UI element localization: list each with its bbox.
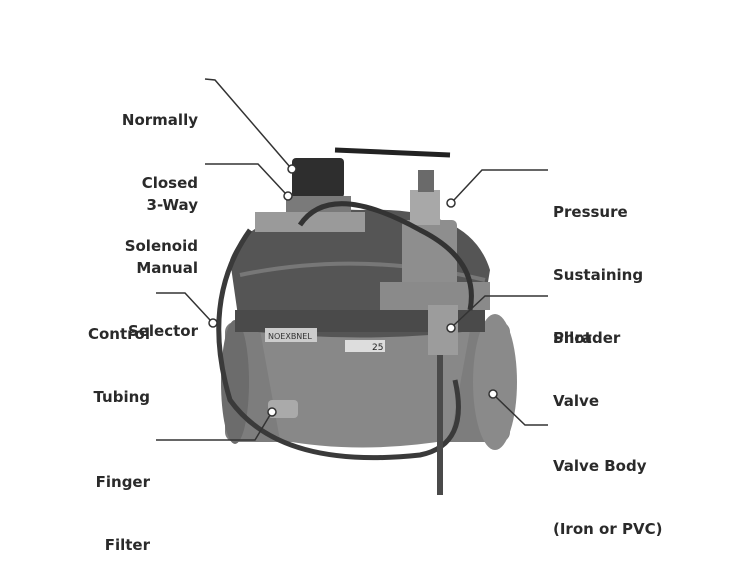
leader-tubing bbox=[156, 292, 211, 321]
label-valve-body: Valve Body (Iron or PVC) bbox=[553, 414, 662, 561]
label-line: Manual bbox=[136, 259, 198, 277]
label-line: Valve bbox=[553, 392, 600, 410]
control-tubing bbox=[216, 228, 461, 461]
label-finger-filter: Finger Filter bbox=[96, 430, 150, 577]
valve-outlet-flange bbox=[473, 314, 517, 450]
label-line: Finger bbox=[95, 473, 150, 491]
label-line: Shrader bbox=[553, 329, 621, 347]
leader-filter bbox=[156, 414, 271, 441]
leader-solenoid bbox=[204, 78, 291, 168]
valve-photo: NOEXBNEL 25 bbox=[156, 78, 548, 495]
label-line: Closed bbox=[141, 174, 198, 192]
leader-body bbox=[495, 396, 548, 426]
label-line: (Iron or PVC) bbox=[553, 520, 663, 538]
label-line: Control bbox=[87, 325, 150, 343]
label-pressure-sustaining-pilot: Pressure Sustaining Pilot bbox=[553, 160, 643, 370]
name-plate bbox=[265, 328, 317, 342]
leader-selector bbox=[205, 163, 286, 194]
label-line: Selector bbox=[127, 322, 198, 340]
label-line: Valve Body bbox=[553, 457, 647, 475]
label-normally-closed-solenoid: Normally Closed Solenoid bbox=[122, 68, 198, 278]
label-line: Normally bbox=[121, 111, 198, 129]
label-line: 3-Way bbox=[146, 196, 198, 214]
leader-pilot bbox=[453, 169, 548, 201]
label-line: Tubing bbox=[93, 388, 150, 406]
label-3-way-manual-selector: 3-Way Manual Selector bbox=[128, 153, 198, 363]
leader-shrader bbox=[453, 295, 548, 326]
label-line: Solenoid bbox=[124, 237, 198, 255]
plate-text: NOEXBNEL bbox=[268, 332, 312, 341]
label-line: Sustaining bbox=[553, 266, 644, 284]
label-shrader-valve: Shrader Valve bbox=[553, 286, 620, 433]
label-line: Pressure bbox=[553, 203, 628, 221]
code-text: 25 bbox=[372, 343, 383, 353]
label-line: Pilot bbox=[553, 329, 592, 347]
label-control-tubing: Control Tubing bbox=[88, 282, 150, 429]
solenoid bbox=[292, 158, 344, 198]
